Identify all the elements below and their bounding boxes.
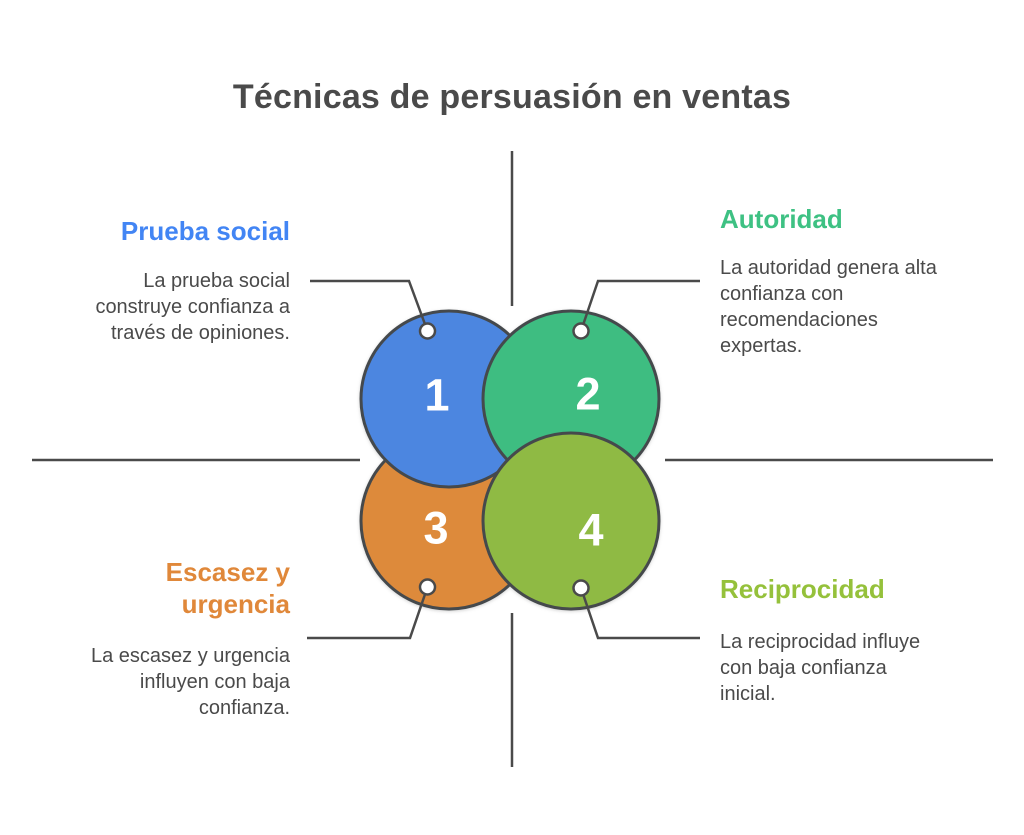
description-line: La reciprocidad influye bbox=[720, 631, 921, 653]
connector-lines bbox=[307, 279, 700, 640]
circle-number-2: 2 bbox=[575, 369, 600, 420]
section-label-reciprocidad: Reciprocidad bbox=[720, 574, 885, 604]
circle-reciprocidad bbox=[481, 431, 661, 611]
description-line: La prueba social bbox=[143, 270, 290, 292]
ring-marker-icon bbox=[418, 578, 437, 596]
description-line: construye confianza a bbox=[95, 296, 290, 318]
circle-number-1: 1 bbox=[424, 370, 449, 421]
section-description-escasez-urgencia: La escasez y urgencia influyen con baja … bbox=[70, 643, 290, 721]
axis-lines bbox=[32, 151, 993, 767]
description-line: La escasez y urgencia bbox=[90, 645, 290, 667]
section-description-reciprocidad: La reciprocidad influye con baja confian… bbox=[720, 629, 970, 707]
description-line: recomendaciones bbox=[720, 309, 878, 331]
ring-markers bbox=[418, 322, 590, 597]
description-line: expertas. bbox=[720, 335, 803, 357]
connector-line-autoridad bbox=[579, 279, 700, 332]
circle-number-4: 4 bbox=[578, 505, 603, 556]
description-line: confianza con bbox=[720, 283, 844, 305]
description-line: con baja confianza bbox=[720, 657, 887, 679]
section-label-autoridad: Autoridad bbox=[720, 204, 843, 234]
section-label-prueba-social: Prueba social bbox=[120, 216, 290, 246]
connector-line-escasez-urgencia bbox=[307, 586, 429, 640]
ring-marker-icon bbox=[572, 322, 590, 340]
description-line: confianza. bbox=[198, 697, 290, 719]
description-line: inicial. bbox=[720, 683, 776, 705]
description-line: La autoridad genera alta bbox=[720, 257, 937, 279]
section-description-autoridad: La autoridad genera alta confianza con r… bbox=[720, 255, 970, 359]
circle-number-3: 3 bbox=[423, 503, 448, 554]
circle-group bbox=[359, 309, 661, 611]
description-line: través de opiniones. bbox=[110, 322, 290, 344]
connector-line-reciprocidad bbox=[579, 587, 700, 640]
connector-line-prueba-social bbox=[310, 279, 429, 332]
section-description-prueba-social: La prueba social construye confianza a t… bbox=[70, 268, 290, 346]
ring-marker-icon bbox=[418, 322, 437, 340]
page-title: Técnicas de persuasión en ventas bbox=[232, 78, 792, 116]
section-label-escasez-urgencia: Escasez y urgencia bbox=[165, 557, 290, 619]
description-line: influyen con baja bbox=[139, 671, 290, 693]
ring-marker-icon bbox=[572, 579, 590, 597]
